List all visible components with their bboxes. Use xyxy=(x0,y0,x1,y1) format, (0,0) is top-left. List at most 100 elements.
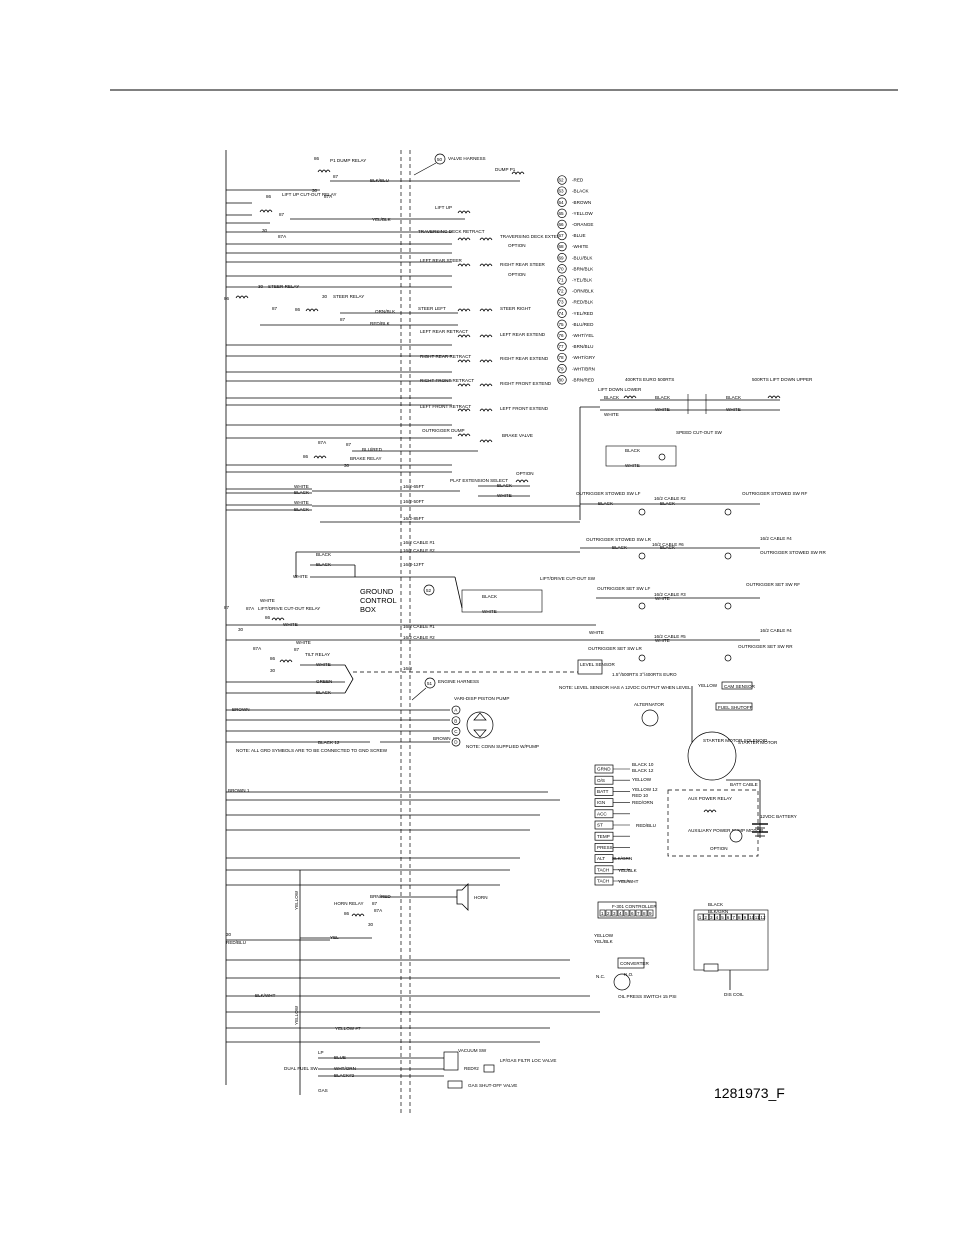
starter-motor-symbol xyxy=(687,731,737,781)
outrigger-set-lf: OUTRIGGER SET SW LF xyxy=(597,586,650,591)
color-legend: 62-RED63-BLACK64-BROWN65-YELLOW66-ORANGE… xyxy=(557,175,595,385)
eng-wire-black10: BLACK 10 xyxy=(632,762,654,767)
controller-pin xyxy=(611,909,618,917)
relay-87a-p1: 87A xyxy=(324,194,333,199)
legend-number: 76 xyxy=(559,333,565,338)
legend-number-circle xyxy=(557,241,567,252)
legend-number: 72 xyxy=(559,289,565,294)
wire-label-os-black-3: BLACK xyxy=(612,545,628,550)
legend-color: -BLU/RED xyxy=(572,322,594,327)
engine-terminal-label: PRESS xyxy=(597,845,613,850)
wire-label-ld-black-3: BLACK xyxy=(726,395,742,400)
level-sensor-label: LEVEL SENSOR xyxy=(580,662,615,667)
aux-option-label: OPTION xyxy=(710,846,728,851)
legend-number-circle xyxy=(557,230,567,241)
legend-number-circle xyxy=(557,308,567,318)
pump-pin-label: A xyxy=(454,708,458,713)
legend-number-circle xyxy=(557,352,567,363)
relay-30-horn: 30 xyxy=(368,922,374,927)
valve-steer-right-label: STEER RIGHT xyxy=(500,306,531,311)
engine-harness-label: ENGINE HARNESS xyxy=(438,679,479,684)
dis-coil-pin xyxy=(731,913,737,921)
callout-52-num: 52 xyxy=(426,588,432,593)
euro-400-label: 400RTS EURO 500RTS xyxy=(625,377,674,382)
wire-label-orn-blk: ORN/BLK xyxy=(375,309,396,314)
lift-down-upper-coil xyxy=(767,395,781,399)
horn-icon xyxy=(456,883,469,911)
level-sensor-spec: 1.5°/500RTS 3°/400RTS EURO xyxy=(612,672,677,677)
ld-relay-coil xyxy=(271,617,285,621)
relay-86-lift: 86 xyxy=(266,194,272,199)
legend-number: 75 xyxy=(559,322,565,327)
harness-51-leader xyxy=(411,687,427,701)
alternator-label: ALTERNATOR xyxy=(634,702,665,707)
steer-relay-coil-a xyxy=(235,295,249,299)
dis-coil-pin xyxy=(736,913,743,921)
cam-sensor-label: CAM SENSOR xyxy=(724,684,756,689)
legend-number: 77 xyxy=(559,344,565,349)
legend-color: -ORN/BLK xyxy=(572,289,595,294)
relay-87-p1: 87 xyxy=(333,174,339,179)
pump-arrows xyxy=(473,712,487,738)
controller-pin xyxy=(629,909,636,917)
starter-motor-label: STARTER MOTOR xyxy=(738,740,778,745)
wire-label-brown: BROWN xyxy=(232,707,250,712)
lift-relay-coil xyxy=(259,209,273,213)
wire-label-ld-black-1: BLACK xyxy=(604,395,620,400)
eng-wire-red-blu: RED/BLU xyxy=(636,823,656,828)
brake-relay-coil xyxy=(313,455,327,459)
relay-87-brake: 87 xyxy=(346,442,352,447)
legend-color: -YELLOW xyxy=(572,211,593,216)
wire-label-gc-white-2: WHITE xyxy=(294,500,309,505)
relay-87-horn: 87 xyxy=(372,901,378,906)
engine-terminal-label: ACC xyxy=(597,811,607,816)
legend-number-circle xyxy=(557,186,567,196)
lift-down-lower-coil xyxy=(623,395,637,399)
engine-terminal-label: TACH xyxy=(597,867,609,872)
lift-drive-cutout-relay-label: LIFT/DRIVE CUT-OUT RELAY xyxy=(258,606,320,611)
wire-label-set-white-2: WHITE xyxy=(655,596,670,601)
tilt-relay-label: TILT RELAY xyxy=(305,652,330,657)
valve-left-rear-retract-label: LEFT REAR RETRACT xyxy=(420,329,468,334)
legend-color: -WHT/GRY xyxy=(572,355,595,360)
legend-color: -BLUE xyxy=(572,233,586,238)
wire-label-gc-black-2: BLACK xyxy=(294,507,310,512)
relay-86-brake: 86 xyxy=(303,454,309,459)
valve-left-front-extend-label: LEFT FRONT EXTEND xyxy=(500,406,549,411)
harness-50-callout xyxy=(434,153,446,165)
controller-pin-number: 9 xyxy=(649,911,652,916)
relay-30-tilt: 30 xyxy=(270,668,276,673)
legend-number-circle xyxy=(557,197,567,207)
wire-label-gc-white-1: WHITE xyxy=(294,484,309,489)
tilt-relay-coil xyxy=(279,659,293,663)
eng-wire-yel-blk: YEL/BLK xyxy=(618,868,638,873)
lift-up-cutout-relay-label: LIFT UP CUT-OUT RELAY xyxy=(282,192,337,197)
eng-wire-yellow12: YELLOW 12 xyxy=(632,787,658,792)
dual-fuel-lp: LP xyxy=(318,1050,324,1055)
engine-terminal-label: ALT xyxy=(597,856,605,861)
engine-terminal-label: IGN xyxy=(597,800,605,805)
controller-label: F-301 CONTROLLER xyxy=(612,904,657,909)
dis-coil-pin-number: 11 xyxy=(755,915,760,920)
legend-number-circle xyxy=(557,286,567,296)
lp-valve-box xyxy=(483,1064,495,1073)
valve-dump-p1-label: DUMP P1 xyxy=(495,167,516,172)
legend-number-circle xyxy=(557,275,567,285)
wire-label-tilt-green: GREEN xyxy=(316,679,332,684)
relay-30-steer: 30 xyxy=(258,284,264,289)
valve-harness-label: VALVE HARNESS xyxy=(448,156,486,161)
cable-4-os: 16/2 CABLE #4 xyxy=(760,536,792,541)
wire-label-plat-black: BLACK xyxy=(497,483,513,488)
wire-label-ld-white-2: WHITE xyxy=(655,407,670,412)
oil-press-switch-label: OIL PRESS SWITCH 15 PSI xyxy=(618,994,677,999)
legend-number-circle xyxy=(557,253,567,263)
harness-50-number: 50 xyxy=(437,157,443,162)
legend-number-circle xyxy=(557,264,567,274)
relay-30-p1: 30 xyxy=(312,188,318,193)
wire-label-ld-white-2: WHITE xyxy=(283,622,298,627)
relay-30-lift: 30 xyxy=(262,228,268,233)
wire-label-black-gc-2: BLACK xyxy=(316,562,332,567)
controller-pin xyxy=(617,909,624,917)
